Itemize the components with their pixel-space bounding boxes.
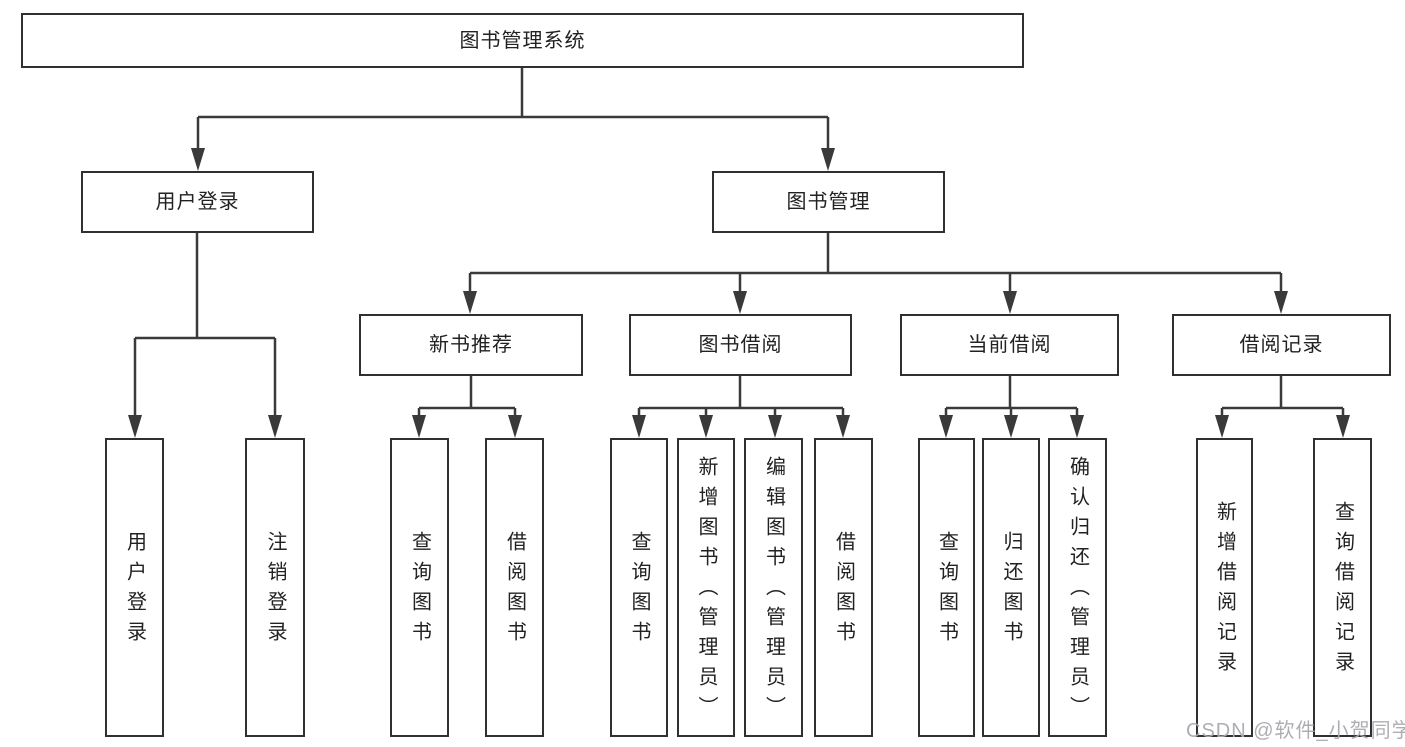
leaf-edit-book-admin: 编辑图书（管理员） [744,438,803,737]
leaf-confirm-return-admin: 确认归还（管理员） [1048,438,1107,737]
leaf-add-borrow-record: 新增借阅记录 [1196,438,1253,737]
leaf-user-login: 用户登录 [105,438,164,737]
leaf-borrow-books-recommend: 借阅图书 [485,438,544,737]
node-current-borrowing: 当前借阅 [900,314,1119,376]
leaf-logout: 注销登录 [245,438,305,737]
connector-borrowing-records-branch [1215,376,1350,438]
leaf-query-borrow-record: 查询借阅记录 [1313,438,1372,737]
leaf-borrow-books-borrowing: 借阅图书 [814,438,873,737]
connector-current-borrowing-branch [939,376,1084,438]
node-borrowing-records: 借阅记录 [1172,314,1391,376]
node-book-management: 图书管理 [712,171,945,233]
leaf-return-book: 归还图书 [982,438,1040,737]
connector-user-login-branch [128,233,282,438]
watermark: CSDN @软件_小贺同学 [1186,720,1405,742]
leaf-query-books-current: 查询图书 [918,438,975,737]
leaf-query-books-borrowing: 查询图书 [610,438,668,737]
leaf-add-book-admin: 新增图书（管理员） [677,438,735,737]
connector-book-borrowing-branch [632,376,850,438]
node-library-system: 图书管理系统 [21,13,1024,68]
connector-root-to-level2 [191,68,835,171]
node-new-book-recommend: 新书推荐 [359,314,583,376]
node-book-borrowing: 图书借阅 [629,314,852,376]
leaf-query-books-recommend: 查询图书 [390,438,449,737]
node-user-login: 用户登录 [81,171,314,233]
connector-new-book-branch [412,376,522,438]
connector-book-management-branch [463,233,1288,314]
